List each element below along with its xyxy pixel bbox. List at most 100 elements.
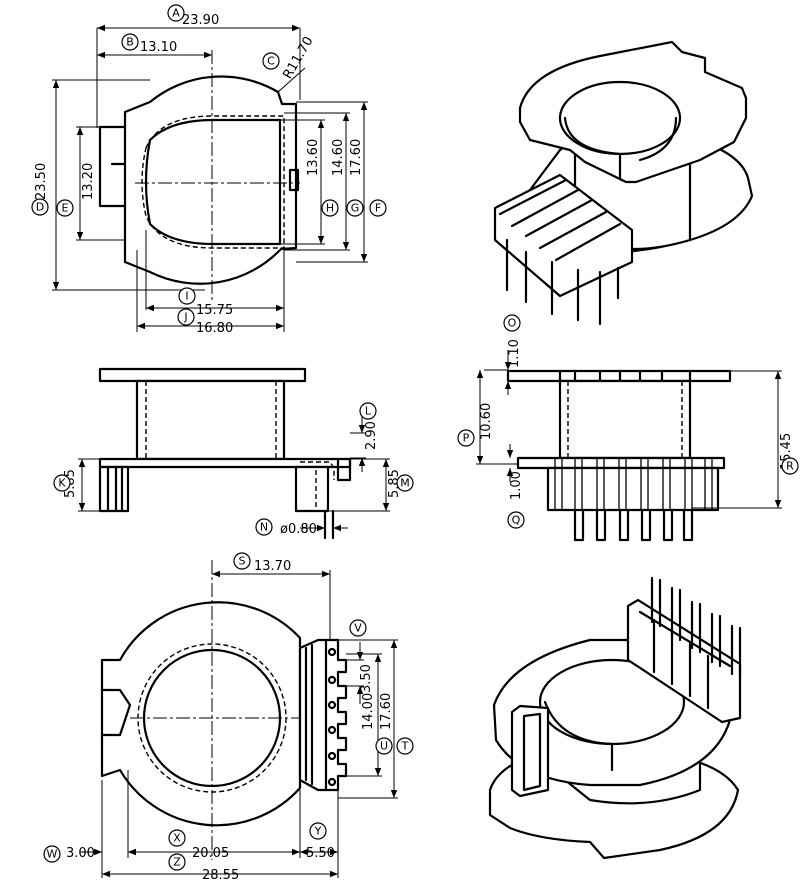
label-bubble-g	[346, 199, 364, 217]
bottom-view-slot	[100, 688, 132, 737]
iso-view-top	[493, 40, 754, 326]
bottom-view: 13.70 3.50 14.00 17.60 3.00 20.05 5.50	[66, 559, 398, 883]
dim-U-value: 14.00	[361, 693, 376, 730]
dim-I-value: 15.75	[196, 303, 233, 318]
label-bubble-n	[255, 518, 273, 536]
iso-top-pin-ribs	[498, 178, 622, 262]
label-letter-g: G	[351, 202, 360, 215]
iso-bottom-slot	[510, 704, 550, 798]
iso-top-bore	[558, 80, 682, 156]
label-bubble-a	[167, 4, 185, 22]
label-bubble-l	[359, 402, 377, 420]
label-bubble-w	[43, 845, 61, 863]
dim-A-value: 23.90	[182, 13, 219, 28]
label-bubble-p	[457, 429, 475, 447]
label-bubble-s	[233, 552, 251, 570]
label-bubble-y	[309, 822, 327, 840]
label-letter-b: B	[126, 36, 134, 49]
label-letter-q: Q	[512, 514, 521, 527]
label-bubble-o	[503, 314, 521, 332]
dim-P-value: 10.60	[479, 403, 494, 440]
iso-view-bottom	[488, 576, 742, 860]
iso-top-pins	[505, 238, 620, 326]
iso-bottom-pin-header	[626, 598, 742, 724]
dim-X-value: 20.05	[192, 846, 229, 861]
label-bubble-d	[31, 198, 49, 216]
dim-F-value: 17.60	[349, 139, 364, 176]
label-letter-t: T	[401, 740, 409, 753]
dim-G-value: 14.60	[331, 139, 346, 176]
side-view-core	[135, 379, 286, 461]
dim-B-value: 13.10	[140, 40, 177, 55]
label-bubble-h	[321, 199, 339, 217]
iso-top-bore-inner	[563, 116, 678, 180]
dim-E-value: 13.20	[81, 163, 96, 200]
label-letter-r: R	[786, 460, 794, 473]
label-letter-y: Y	[314, 825, 322, 838]
dim-T-value: 17.60	[379, 693, 394, 730]
dim-D-value: 23.50	[34, 163, 49, 200]
dim-Y-value: 5.50	[306, 846, 335, 861]
dim-C-value: R11.70	[280, 34, 316, 82]
label-bubble-j	[177, 308, 195, 326]
label-letter-l: L	[365, 405, 372, 418]
label-bubble-b	[121, 33, 139, 51]
top-view: 23.90 13.10 R11.70 23.50 13.20 17.60 14.…	[34, 13, 368, 336]
label-letter-v: V	[354, 622, 362, 635]
label-bubble-v	[349, 619, 367, 637]
dim-J-value: 16.80	[196, 321, 233, 336]
label-bubble-u	[375, 737, 393, 755]
label-bubble-k	[53, 474, 71, 492]
front-view: 1.10 10.60 1.00 15.45	[476, 339, 794, 542]
bottom-view-pin-rail	[324, 638, 348, 792]
dim-V-value: 3.50	[359, 664, 374, 693]
top-view-notch-left	[110, 125, 127, 208]
side-view-bottom-flange	[98, 457, 352, 469]
label-letter-w: W	[47, 848, 58, 861]
front-view-pins	[573, 508, 694, 542]
label-bubble-m	[396, 474, 414, 492]
label-letter-u: U	[380, 740, 388, 753]
label-letter-x: X	[173, 832, 181, 845]
label-letter-f: F	[375, 202, 381, 215]
label-letter-n: N	[260, 521, 268, 534]
front-view-pin-block-hatching	[554, 458, 713, 510]
dim-Q-value: 1.00	[509, 471, 524, 500]
side-view: 5.85 2.90 5.85 ø0.80	[63, 367, 402, 540]
front-view-core	[558, 379, 692, 460]
label-letter-o: O	[508, 317, 517, 330]
label-letter-d: D	[36, 201, 44, 214]
label-letter-j: J	[183, 311, 187, 324]
dim-Z-value: 28.55	[202, 868, 239, 883]
top-view-bore-hidden	[141, 115, 285, 249]
label-bubble-r	[781, 457, 799, 475]
label-bubble-f	[369, 199, 387, 217]
label-bubble-t	[396, 737, 414, 755]
label-letter-a: A	[172, 7, 180, 20]
label-bubble-i	[178, 287, 196, 305]
label-letter-i: I	[185, 290, 188, 303]
dim-H-value: 13.60	[306, 139, 321, 176]
label-letter-h: H	[326, 202, 334, 215]
top-view-notch-right	[288, 168, 300, 192]
iso-bottom-pins	[650, 576, 742, 680]
label-bubble-e	[56, 199, 74, 217]
label-letter-s: S	[239, 555, 246, 568]
label-letter-e: E	[62, 202, 69, 215]
bottom-view-pin-holes	[327, 647, 337, 787]
label-bubble-q	[507, 511, 525, 529]
dim-W-value: 3.00	[66, 846, 95, 861]
bottom-view-outline	[100, 601, 302, 827]
side-view-top-flange	[98, 367, 307, 383]
label-letter-m: M	[400, 477, 410, 490]
front-view-bottom-flange	[516, 456, 726, 470]
label-letter-z: Z	[173, 856, 181, 869]
dim-N-value: ø0.80	[280, 522, 317, 537]
side-view-block-right	[294, 465, 330, 513]
label-letter-c: C	[267, 55, 275, 68]
top-view-outline	[98, 75, 298, 285]
dim-L-value: 2.90	[364, 421, 379, 450]
label-letter-p: P	[463, 432, 470, 445]
